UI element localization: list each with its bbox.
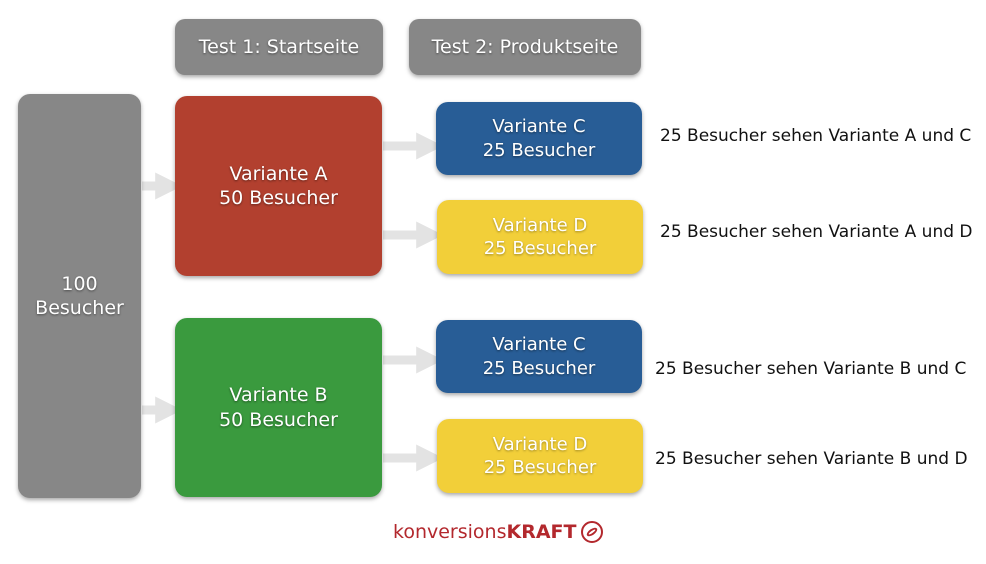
- logo-mark-icon: [581, 521, 604, 543]
- variant-a-d-count: 25 Besucher: [483, 238, 597, 259]
- header-test1-label: Test 1: Startseite: [198, 35, 360, 58]
- source-count: 100: [61, 272, 98, 295]
- header-test2: Test 2: Produktseite: [409, 19, 641, 75]
- variant-a-c-name: Variante C: [492, 116, 586, 138]
- variant-a-box: Variante A 50 Besucher: [175, 96, 382, 276]
- variant-a-name: Variante A: [229, 162, 328, 185]
- variant-a-c-count: 25 Besucher: [482, 139, 596, 161]
- variant-a-count: 50 Besucher: [219, 187, 338, 209]
- variant-b-d-name: Variante D: [492, 433, 588, 455]
- source-visitors-box: 100 Besucher: [18, 94, 141, 498]
- outcome-b-c: 25 Besucher sehen Variante B und C: [655, 359, 967, 379]
- outcome-a-d: 25 Besucher sehen Variante A und D: [660, 222, 973, 242]
- header-test1: Test 1: Startseite: [175, 19, 383, 75]
- variant-b-c-name: Variante C: [492, 334, 586, 356]
- variant-b-d-box: Variante D 25 Besucher: [437, 419, 643, 493]
- variant-a-c-box: Variante C 25 Besucher: [436, 102, 642, 175]
- header-test2-label: Test 2: Produktseite: [431, 35, 619, 58]
- variant-b-c-box: Variante C 25 Besucher: [436, 320, 642, 393]
- variant-b-c-count: 25 Besucher: [482, 357, 596, 379]
- logo-text-light: konversions: [393, 521, 507, 543]
- outcome-a-c: 25 Besucher sehen Variante A und C: [660, 126, 972, 146]
- variant-b-count: 50 Besucher: [219, 408, 338, 431]
- variant-b-d-count: 25 Besucher: [483, 457, 597, 478]
- source-label: Besucher: [35, 297, 124, 319]
- variant-a-d-name: Variante D: [492, 214, 588, 236]
- variant-b-box: Variante B 50 Besucher: [175, 318, 382, 497]
- outcome-b-d: 25 Besucher sehen Variante B und D: [655, 449, 968, 469]
- variant-a-d-box: Variante D 25 Besucher: [437, 200, 643, 274]
- logo-text-bold: KRAFT: [506, 521, 577, 543]
- variant-b-name: Variante B: [229, 384, 328, 407]
